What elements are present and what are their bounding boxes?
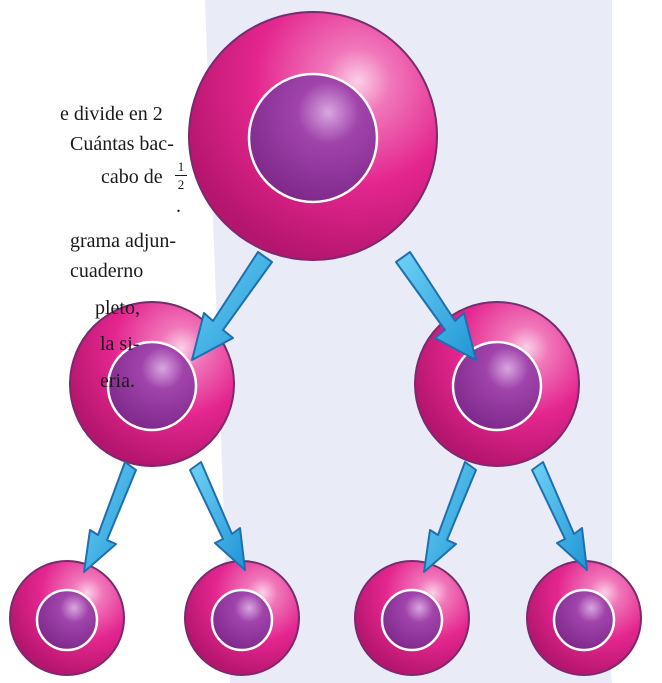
fraction-denominator: 2 [174, 178, 188, 191]
bacterium-cell-icon [355, 561, 469, 675]
text-line-4: . [176, 196, 181, 216]
fraction-bar [175, 175, 187, 176]
text-line-9: eria. [100, 371, 135, 391]
bacterium-cell-icon [185, 561, 299, 675]
text-line-1: e divide en 2 [60, 104, 163, 124]
text-line-7: pleto, [95, 298, 140, 318]
bacterium-cell-icon [415, 302, 579, 466]
text-line-3: cabo de [101, 167, 163, 187]
fraction-numerator: 1 [174, 160, 188, 173]
bacterium-cell-icon [189, 12, 437, 260]
text-line-2: Cuántas bac- [70, 134, 174, 154]
bacterium-cell-icon [10, 561, 124, 675]
text-line-6: cuaderno [70, 261, 143, 281]
text-line-8: la si- [100, 334, 139, 354]
bacterium-cell-icon [527, 561, 641, 675]
text-line-5: grama adjun- [70, 231, 176, 251]
